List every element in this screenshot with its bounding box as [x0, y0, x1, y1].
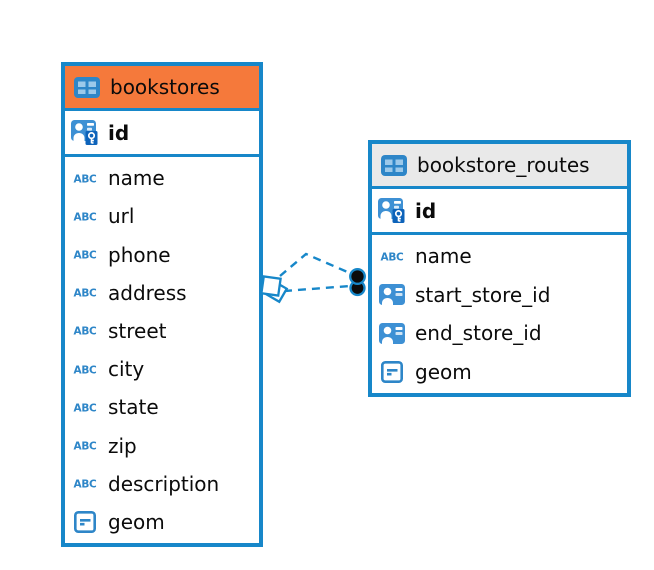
primary-key-label: id: [108, 120, 130, 145]
column-label: name: [415, 244, 472, 269]
table-icon: [73, 76, 101, 98]
geometry-type-icon: [71, 510, 99, 533]
svg-text:ABC: ABC: [74, 288, 98, 300]
table-header-bookstores[interactable]: bookstores: [65, 66, 259, 111]
text-type-icon: ABC: [71, 172, 99, 185]
svg-text:ABC: ABC: [74, 326, 98, 338]
text-type-icon: ABC: [71, 324, 99, 338]
column-row-url[interactable]: ABC url: [65, 197, 259, 235]
relationship-line[interactable]: [279, 252, 353, 277]
column-label: url: [108, 204, 135, 229]
column-row-state[interactable]: ABC state: [65, 388, 259, 426]
text-type-icon: ABC: [71, 477, 99, 491]
text-type-icon: ABC: [71, 248, 99, 262]
text-type-icon: ABC: [71, 210, 99, 223]
geometry-type-icon: [378, 360, 406, 383]
column-label: description: [108, 471, 220, 496]
diamond-endpoint-icon: [260, 275, 282, 297]
circle-endpoint-icon: [349, 279, 366, 297]
column-label: street: [108, 318, 167, 343]
column-label: geom: [415, 359, 472, 384]
relationship-line[interactable]: [283, 284, 351, 293]
column-label: address: [108, 280, 187, 305]
relationship-connector[interactable]: [260, 252, 366, 304]
diamond-endpoint-icon: [264, 279, 289, 304]
column-row-street[interactable]: ABC street: [65, 312, 259, 350]
column-label: end_store_id: [415, 321, 542, 346]
column-row-description[interactable]: ABC description: [65, 465, 259, 503]
text-type-icon: ABC: [71, 363, 99, 376]
primary-key-row[interactable]: id: [372, 189, 627, 235]
column-label: city: [108, 357, 145, 382]
column-row-name[interactable]: ABC name: [372, 237, 627, 276]
foreign-key-icon: [378, 284, 406, 306]
column-row-city[interactable]: ABC city: [65, 350, 259, 388]
svg-text:ABC: ABC: [74, 402, 98, 414]
column-row-name[interactable]: ABC name: [65, 159, 259, 197]
column-row-zip[interactable]: ABC zip: [65, 426, 259, 464]
column-row-phone[interactable]: ABC phone: [65, 235, 259, 273]
column-label: geom: [108, 509, 165, 534]
column-row-geom[interactable]: geom: [372, 353, 627, 392]
svg-text:ABC: ABC: [74, 441, 98, 453]
table-icon: [380, 154, 408, 176]
column-label: name: [108, 166, 165, 191]
table-title: bookstore_routes: [417, 153, 590, 177]
column-row-address[interactable]: ABC address: [65, 274, 259, 312]
text-type-icon: ABC: [71, 401, 99, 414]
primary-key-row[interactable]: id: [65, 111, 259, 157]
column-row-start_store_id[interactable]: start_store_id: [372, 276, 627, 315]
primary-key-icon: [71, 119, 99, 146]
table-header-bookstore-routes[interactable]: bookstore_routes: [372, 144, 627, 189]
table-title: bookstores: [110, 75, 220, 99]
column-label: start_store_id: [415, 282, 551, 307]
primary-key-label: id: [415, 198, 437, 223]
text-type-icon: ABC: [71, 286, 99, 300]
svg-text:ABC: ABC: [74, 250, 98, 262]
text-type-icon: ABC: [71, 439, 99, 453]
svg-text:ABC: ABC: [74, 479, 98, 491]
svg-text:ABC: ABC: [381, 251, 405, 263]
text-type-icon: ABC: [378, 250, 406, 263]
column-label: state: [108, 395, 159, 420]
column-row-geom[interactable]: geom: [65, 503, 259, 541]
svg-text:ABC: ABC: [74, 364, 98, 376]
foreign-key-icon: [378, 322, 406, 344]
svg-text:ABC: ABC: [74, 173, 98, 185]
circle-endpoint-icon: [349, 268, 366, 285]
column-label: phone: [108, 242, 171, 267]
column-row-end_store_id[interactable]: end_store_id: [372, 314, 627, 353]
primary-key-icon: [378, 197, 406, 224]
column-label: zip: [108, 433, 137, 458]
table-bookstore-routes[interactable]: bookstore_routes id ABC name start_store_i…: [368, 140, 631, 397]
svg-text:ABC: ABC: [74, 211, 98, 223]
